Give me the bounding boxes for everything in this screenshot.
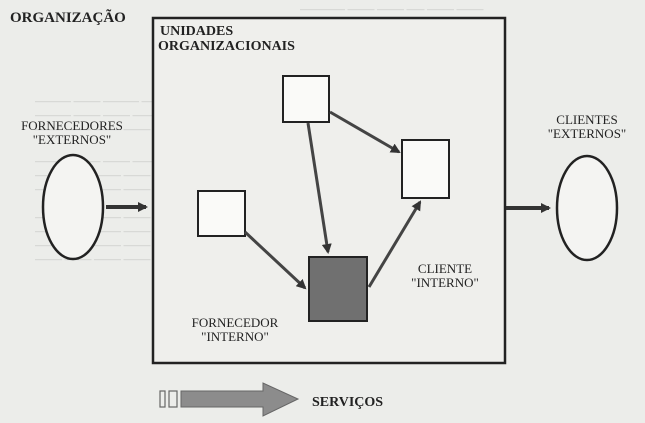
unit-box-left (197, 190, 246, 237)
external-supplier-circle (41, 153, 105, 261)
services-label: SERVIÇOS (312, 395, 384, 410)
external-suppliers-line1: FORNECEDORES (21, 118, 123, 133)
external-suppliers-line2: "EXTERNOS" (32, 132, 112, 148)
internal-supplier-label: FORNECEDOR "INTERNO" (180, 315, 290, 345)
units-label-line2: ORGANIZACIONAIS (158, 39, 295, 55)
external-clients-line1: CLIENTES (556, 112, 618, 127)
units-label: UNIDADES ORGANIZACIONAIS (158, 24, 295, 55)
unit-box-internal-client (401, 139, 450, 199)
internal-client-line1: CLIENTE (417, 261, 473, 276)
internal-client-label: CLIENTE "INTERNO" (400, 261, 490, 291)
flow-arrow-left-to-shaded (243, 230, 307, 290)
flow-arrow-top-to-shaded (306, 122, 332, 254)
internal-client-line2: "INTERNO" (411, 275, 479, 291)
internal-supplier-line2: "INTERNO" (201, 329, 269, 345)
external-client-circle (555, 154, 619, 262)
unit-box-top (282, 75, 330, 123)
units-label-line1: UNIDADES (160, 24, 234, 39)
services-arrow (159, 382, 300, 417)
external-suppliers-label: FORNECEDORES "EXTERNOS" (6, 118, 138, 148)
flow-arrow-top-to-client (329, 110, 401, 154)
external-clients-label: CLIENTES "EXTERNOS" (532, 112, 642, 142)
internal-supplier-line1: FORNECEDOR (191, 315, 279, 330)
organization-title: ORGANIZAÇÃO (10, 10, 126, 26)
unit-box-internal-supplier-shaded (308, 256, 368, 322)
flow-arrow-shaded-to-client (367, 200, 422, 288)
external-clients-line2: "EXTERNOS" (547, 126, 627, 142)
